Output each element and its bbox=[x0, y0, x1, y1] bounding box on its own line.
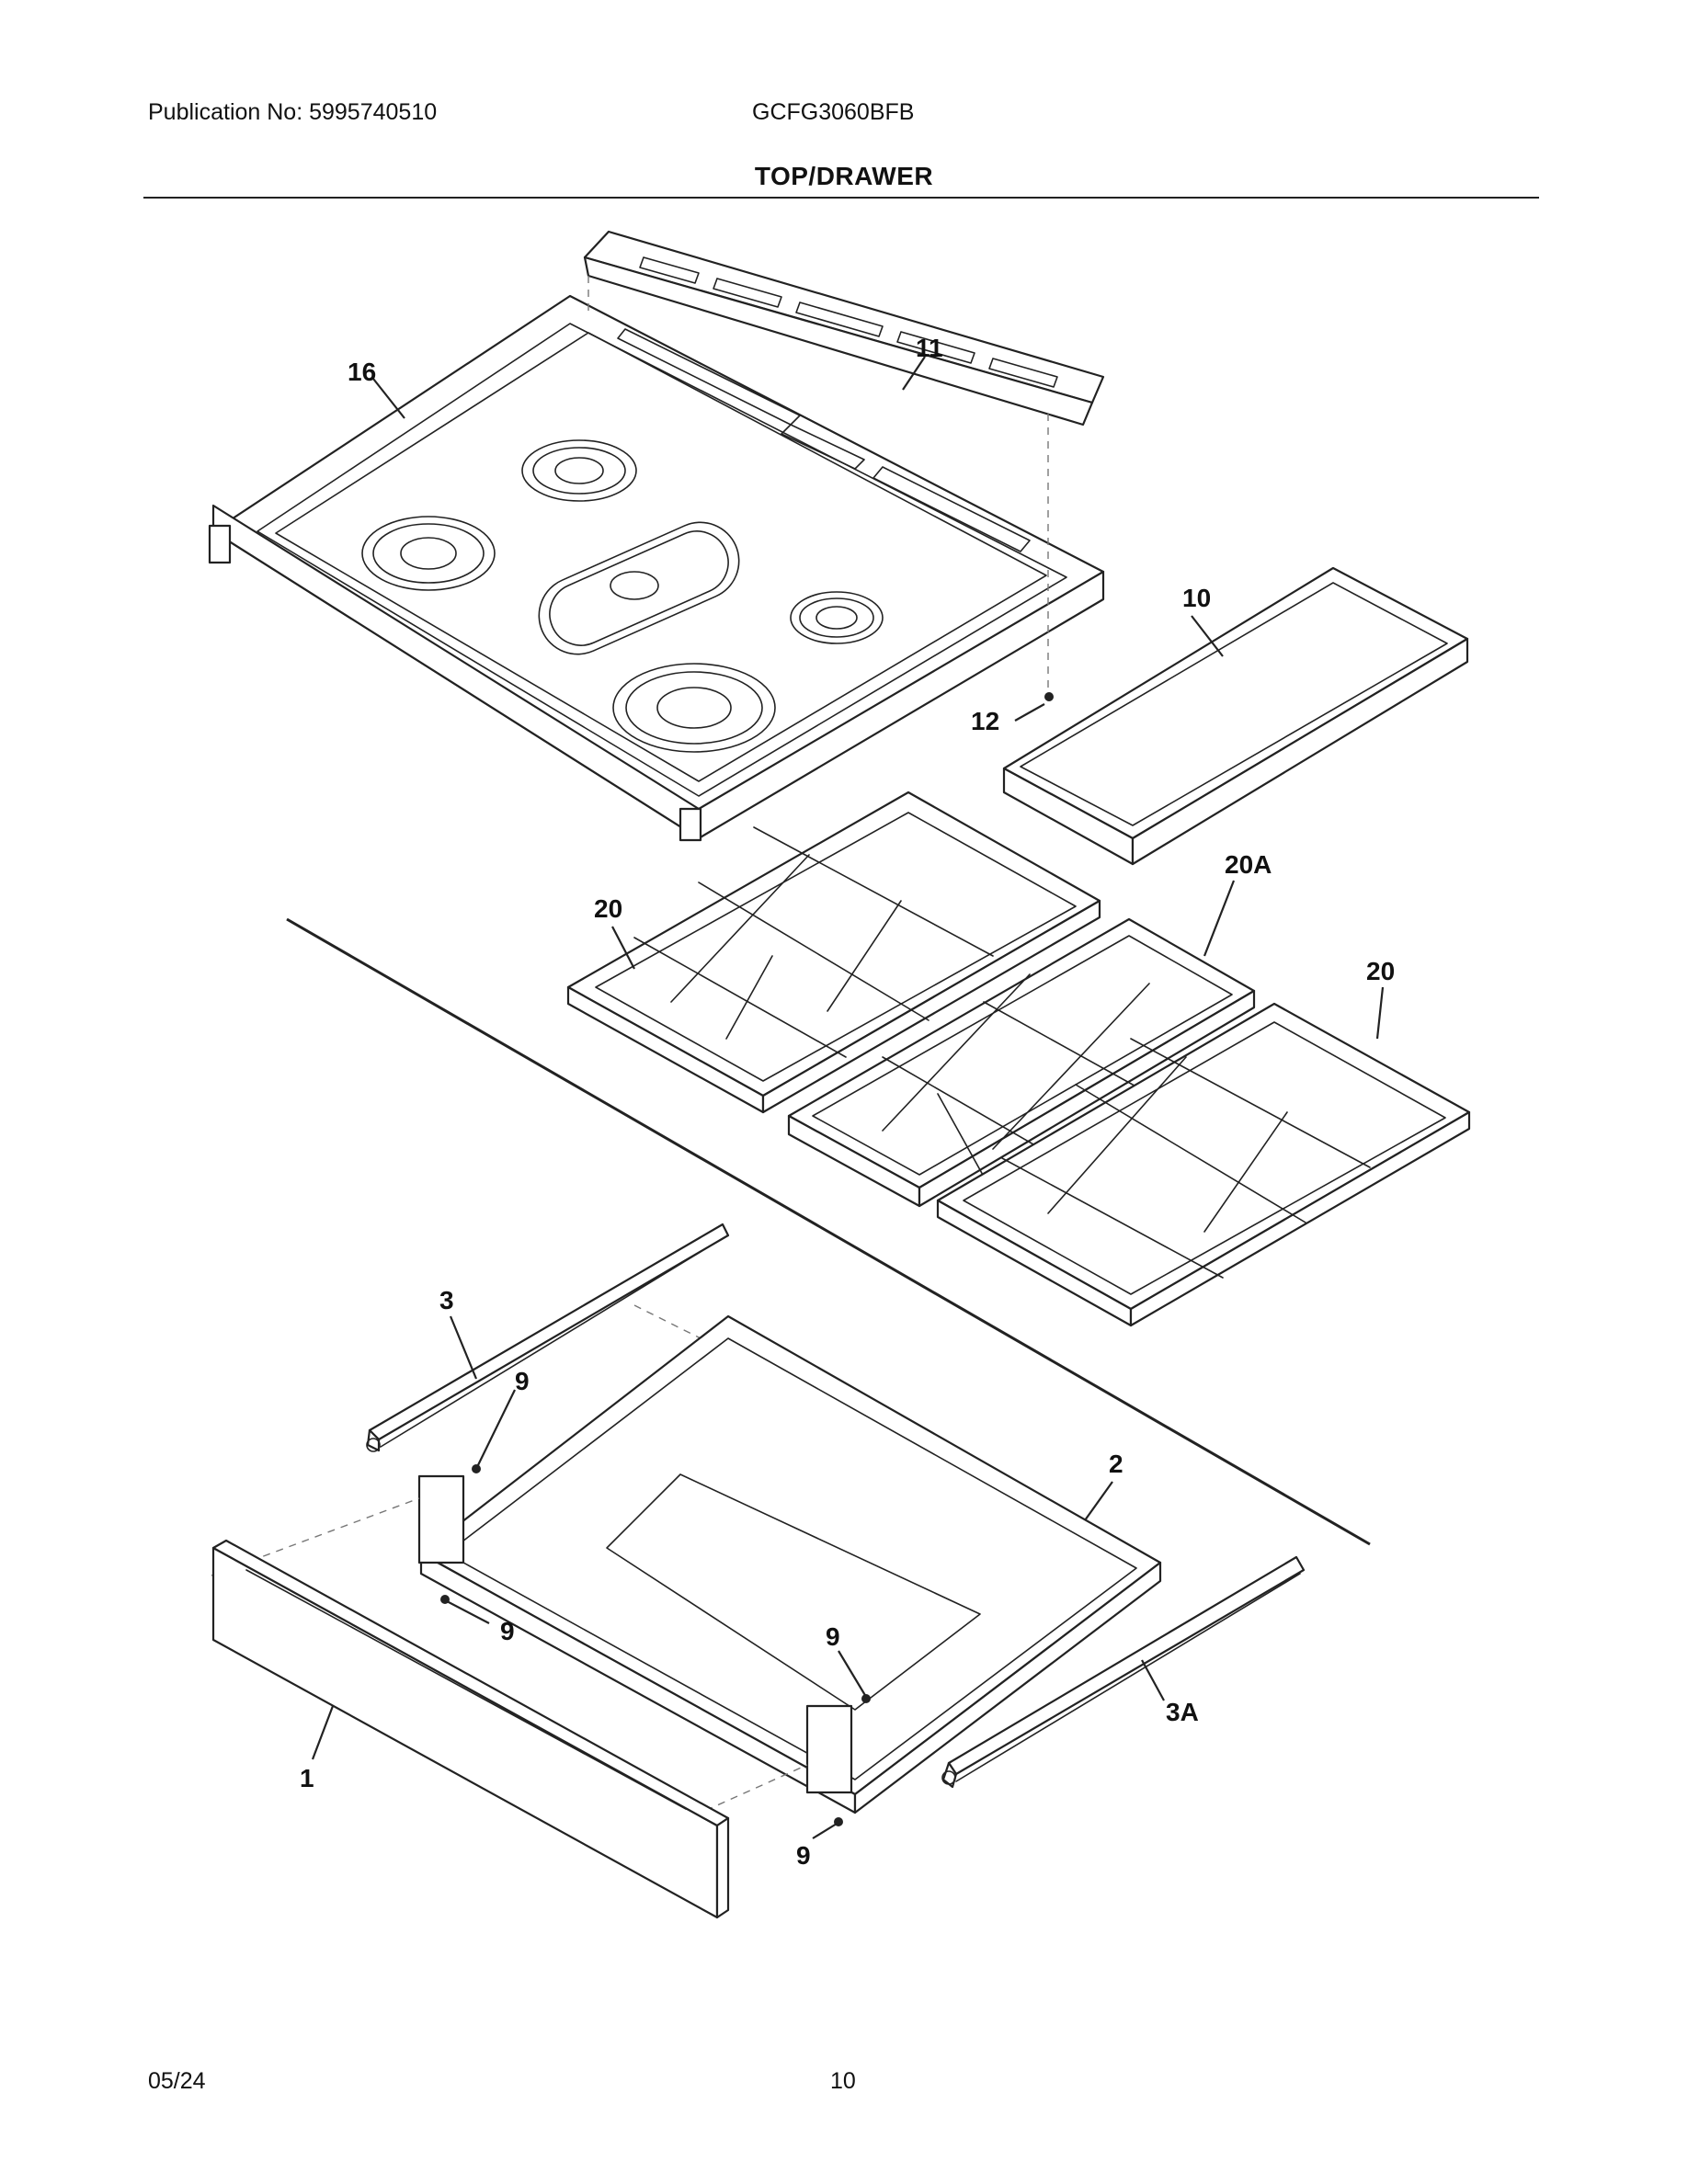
callout-3a: 3A bbox=[1166, 1698, 1199, 1726]
header-rule bbox=[143, 197, 1539, 199]
part-20a-grate-center bbox=[787, 917, 1256, 1208]
leader-lines bbox=[311, 356, 1385, 1839]
part-12-screw bbox=[1044, 570, 1054, 701]
footer-page-number: 10 bbox=[830, 2068, 856, 2094]
part-3a-drawer-slide-right bbox=[941, 1555, 1306, 1789]
section-separator-line bbox=[286, 917, 1371, 1546]
callout-9-mid: 9 bbox=[826, 1622, 840, 1651]
burner-front-right bbox=[612, 663, 776, 753]
callout-9-left: 9 bbox=[500, 1617, 515, 1645]
part-1-drawer-front bbox=[211, 1539, 730, 1919]
callout-labels: 16 11 10 12 20A 20 20 3 9 2 9 9 3A 1 9 bbox=[300, 334, 1395, 1870]
burner-rear-right bbox=[790, 591, 884, 644]
callout-20-right: 20 bbox=[1366, 957, 1395, 985]
callout-11: 11 bbox=[916, 334, 943, 362]
callout-9-bottom: 9 bbox=[796, 1841, 811, 1870]
callout-2: 2 bbox=[1109, 1450, 1123, 1478]
footer-date: 05/24 bbox=[148, 2068, 206, 2094]
callout-16: 16 bbox=[348, 358, 376, 386]
section-title: TOP/DRAWER bbox=[754, 162, 934, 190]
part-11-backguard-trim bbox=[583, 230, 1105, 561]
burner-rear-left bbox=[521, 439, 637, 502]
callout-20-left: 20 bbox=[594, 894, 622, 923]
burner-front-left bbox=[361, 516, 496, 591]
part-20-grate-left bbox=[566, 791, 1101, 1114]
part-20-grate-right bbox=[936, 1002, 1471, 1327]
callout-10: 10 bbox=[1182, 584, 1211, 612]
callout-1: 1 bbox=[300, 1764, 314, 1792]
callout-20a: 20A bbox=[1225, 850, 1272, 879]
callout-9-top: 9 bbox=[515, 1367, 530, 1395]
part-10-griddle bbox=[1002, 566, 1469, 866]
model-number: GCFG3060BFB bbox=[752, 99, 915, 125]
part-2-drawer-body bbox=[211, 1314, 1162, 1823]
callout-12: 12 bbox=[971, 707, 999, 735]
publication-number: Publication No: 5995740510 bbox=[148, 99, 438, 125]
part-16-cooktop bbox=[208, 294, 1105, 842]
callout-3: 3 bbox=[439, 1286, 454, 1314]
part-3-drawer-slide-left bbox=[366, 1223, 730, 1452]
burner-center-oval bbox=[538, 521, 740, 655]
